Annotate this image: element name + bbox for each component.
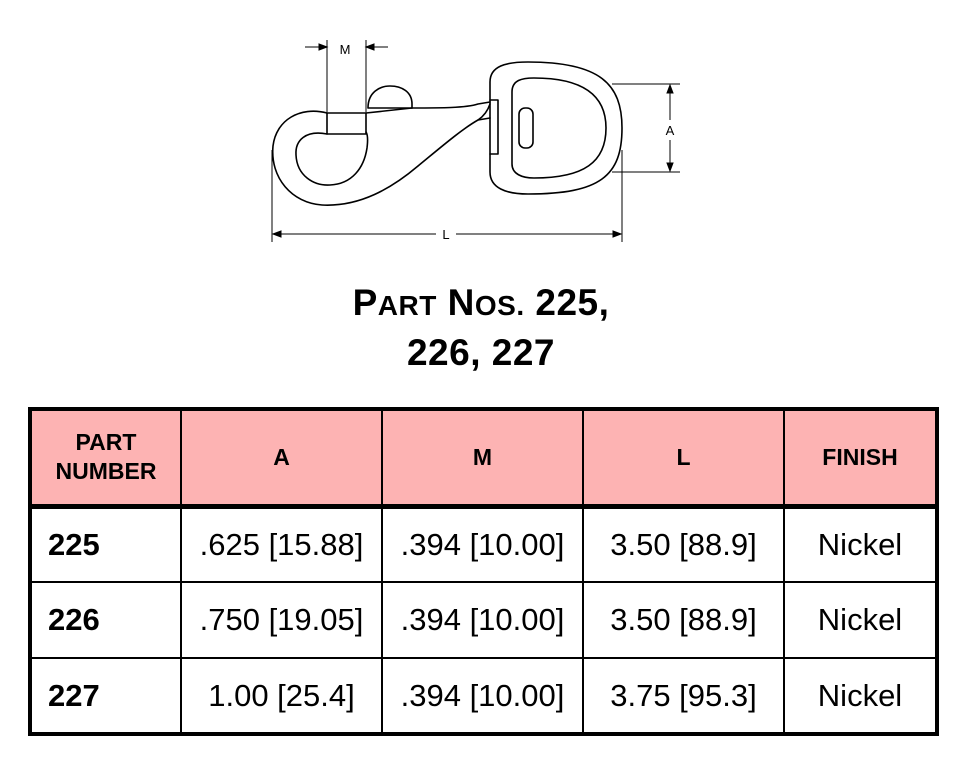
part-number-cell: 227 — [30, 657, 182, 734]
dim-a-label: A — [666, 123, 675, 138]
header-finish: FINISH — [784, 409, 937, 509]
swivel-eye-inner — [511, 77, 607, 179]
hook-inner-outline — [295, 131, 369, 186]
table-row: 225 .625 [15.88] .394 [10.00] 3.50 [88.9… — [30, 506, 937, 582]
dim-l-label: L — [442, 227, 449, 242]
m-cell: .394 [10.00] — [382, 581, 584, 658]
dim-m-label: M — [340, 42, 351, 57]
m-cell: .394 [10.00] — [382, 657, 584, 734]
trigger-button — [367, 85, 413, 109]
title-numbers-line1: 225, — [535, 282, 610, 323]
l-cell: 3.50 [88.9] — [583, 506, 785, 582]
title-word1-rest: ART — [377, 290, 437, 321]
swivel-collar — [489, 99, 499, 155]
table-row: 227 1.00 [25.4] .394 [10.00] 3.75 [95.3]… — [30, 657, 937, 734]
spec-table: PART NUMBER A M L FINISH 225 .625 [15.88… — [28, 407, 939, 736]
finish-cell: Nickel — [784, 657, 937, 734]
part-number-cell: 225 — [30, 506, 182, 582]
l-cell: 3.50 [88.9] — [583, 581, 785, 658]
table-row: 226 .750 [19.05] .394 [10.00] 3.50 [88.9… — [30, 581, 937, 658]
a-cell: .625 [15.88] — [181, 506, 383, 582]
gate-outline — [326, 112, 367, 135]
header-l: L — [583, 409, 785, 509]
finish-cell: Nickel — [817, 526, 903, 562]
table-header-row: PART NUMBER A M L FINISH — [30, 409, 937, 509]
header-m: M — [382, 409, 584, 509]
shank-upper-line — [326, 101, 491, 114]
header-a: A — [181, 409, 383, 509]
m-cell: .394 [10.00] — [382, 506, 584, 582]
snap-hook-drawing: M A L — [271, 40, 680, 242]
hook-body-outline — [272, 103, 491, 206]
header-part-number: PART NUMBER — [30, 409, 182, 509]
page-title-line-1: PART NOS. 225, — [0, 283, 962, 326]
part-number-cell: 226 — [30, 581, 182, 658]
swivel-eye-outer — [489, 61, 623, 195]
title-word2-rest: OS. — [474, 290, 525, 321]
a-cell: 1.00 [25.4] — [181, 657, 383, 734]
page-title-line-2: 226, 227 — [406, 332, 556, 373]
header-part-number-label: PART NUMBER — [55, 429, 157, 485]
a-cell: .750 [19.05] — [181, 581, 383, 658]
l-cell: 3.75 [95.3] — [583, 657, 785, 734]
finish-cell: Nickel — [784, 581, 937, 658]
title-word2-initial: N — [447, 282, 475, 323]
title-word1-initial: P — [352, 282, 378, 323]
